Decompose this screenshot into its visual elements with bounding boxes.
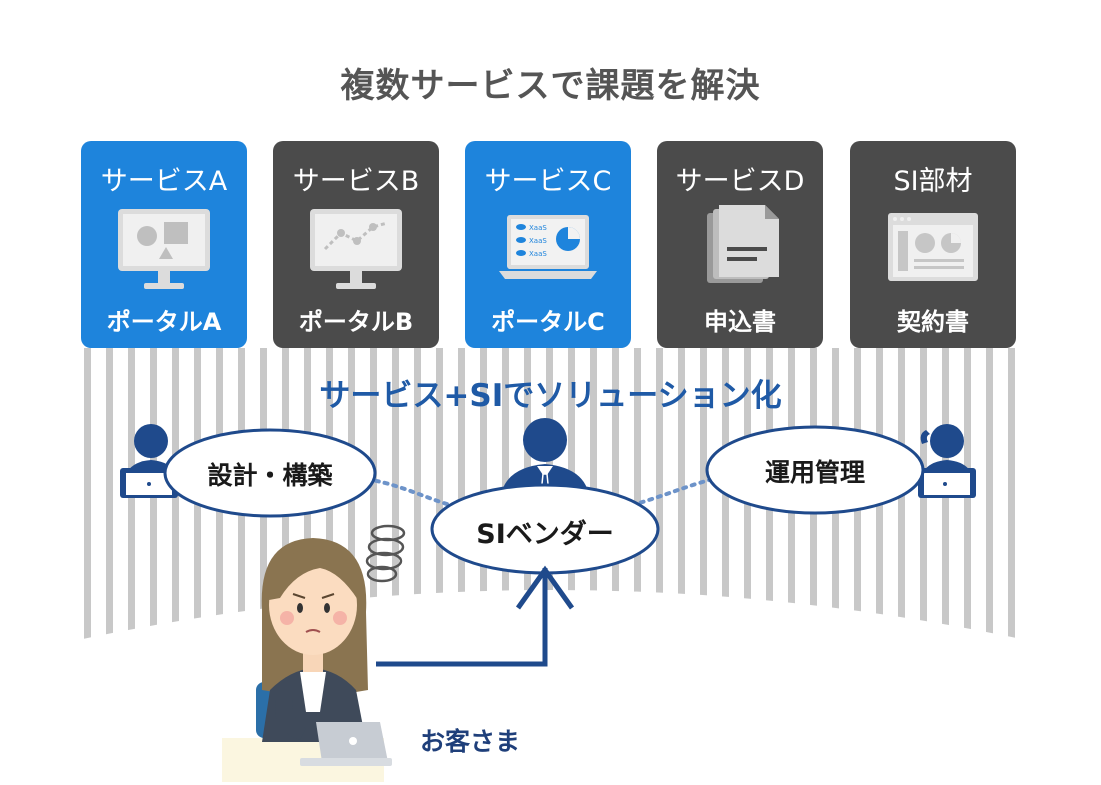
si-materials-card: SI部材 契約書 (850, 141, 1016, 348)
customer-woman-illustration (256, 538, 392, 766)
card-footer: ポータルA (106, 308, 222, 336)
card-footer: 申込書 (704, 308, 776, 336)
background-stripe (678, 348, 685, 640)
background-stripe (1008, 348, 1015, 640)
operation-management-label: 運用管理 (764, 458, 865, 487)
xaas-label: XaaS (529, 224, 547, 232)
background-stripe (986, 348, 993, 640)
connector-vendor-operation (630, 474, 727, 507)
page-title: 複数サービスで課題を解決 (340, 66, 761, 106)
monitor-chart-icon (310, 209, 402, 289)
browser-window-icon (888, 213, 978, 281)
si-vendor-label: SIベンダー (476, 519, 614, 550)
service-card-d: サービスD 申込書 (657, 141, 823, 348)
background-stripe (458, 348, 465, 640)
service-card-c: サービスC XaaS XaaS XaaS ポータルC (465, 141, 631, 348)
xaas-label: XaaS (529, 250, 547, 258)
card-footer: ポータルB (298, 308, 414, 336)
laptop-xaas-icon: XaaS XaaS XaaS (499, 215, 597, 279)
background-stripe (656, 348, 663, 640)
background-stripe (84, 348, 91, 640)
service-card-a: サービスA ポータルA (81, 141, 247, 348)
card-title: SI部材 (893, 166, 973, 197)
card-footer: 契約書 (897, 308, 969, 336)
background-stripe (436, 348, 443, 640)
design-build-label: 設計・構築 (207, 461, 333, 490)
background-stripe (106, 348, 113, 640)
card-title: サービスA (100, 166, 228, 197)
customer-arrow (376, 568, 548, 667)
card-footer: ポータルC (491, 308, 605, 336)
card-title: サービスB (292, 166, 420, 197)
design-ellipse (163, 428, 377, 518)
background-stripe (370, 348, 377, 640)
customer-label: お客さま (420, 727, 521, 756)
monitor-shapes-icon (118, 209, 210, 289)
background-stripe (392, 348, 399, 640)
worry-squiggle-icon (365, 524, 406, 583)
documents-icon (707, 205, 779, 283)
service-card-b: サービスB ポータルB (273, 141, 439, 348)
card-title: サービスC (484, 166, 612, 197)
operation-ellipse (705, 425, 925, 515)
arrowhead (515, 565, 575, 610)
xaas-label: XaaS (529, 237, 547, 245)
background-stripe (634, 348, 641, 640)
solution-headline: サービス+SIでソリューション化 (319, 378, 782, 414)
engineer-right-icon (918, 424, 976, 498)
card-title: サービスD (675, 166, 805, 197)
background-stripe (700, 348, 707, 640)
